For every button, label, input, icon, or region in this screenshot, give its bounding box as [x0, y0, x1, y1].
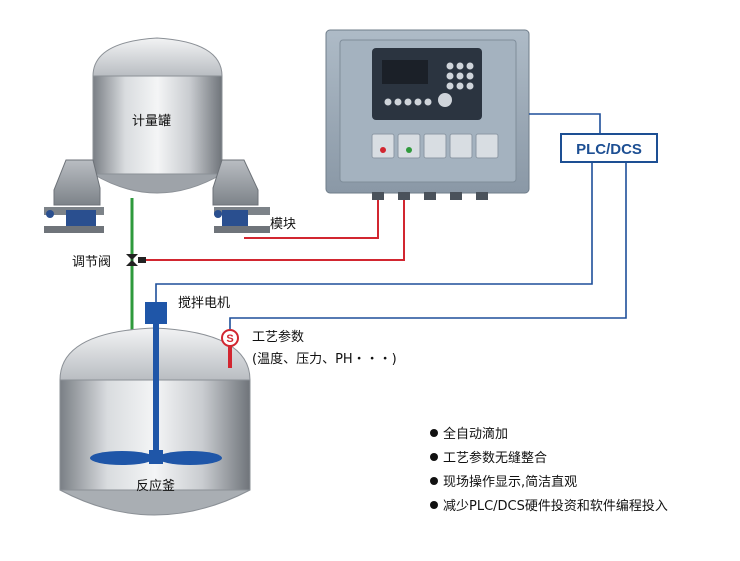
weighing-module-right: [214, 207, 270, 233]
svg-text:S: S: [226, 333, 233, 345]
bullet-dot-icon: [430, 501, 438, 509]
weighing-module-left: [44, 207, 104, 233]
list-item: 全自动滴加: [430, 423, 668, 447]
control-valve-label: 调节阀: [72, 255, 112, 270]
blue-wire-motor: [155, 162, 593, 302]
s-badge-icon: S: [221, 329, 239, 368]
bullet-dot-icon: [430, 477, 438, 485]
red-wire-module: [244, 195, 379, 239]
red-wire-valve: [146, 195, 405, 261]
process-params-label: 工艺参数: [252, 330, 305, 345]
blue-wire-terminal-plc: [529, 113, 601, 134]
tank-brackets: [53, 159, 259, 206]
list-item: 现场操作显示,简洁直观: [430, 471, 668, 495]
bullet-dot-icon: [430, 453, 438, 461]
plc-dcs-box: [560, 133, 658, 163]
list-item: 减少PLC/DCS硬件投资和软件编程投入: [430, 495, 668, 519]
feature-list: 全自动滴加 工艺参数无缝整合 现场操作显示,简洁直观 减少PLC/DCS硬件投资…: [430, 423, 668, 519]
metering-tank: [91, 37, 224, 194]
reactor-label: 反应釜: [136, 479, 176, 494]
process-params-detail: (温度、压力、PH・・・): [252, 352, 397, 367]
weighing-terminal: [325, 29, 530, 200]
plc-dcs-label: PLC/DCS: [576, 141, 642, 158]
module-label: 模块: [270, 217, 297, 232]
list-item: 工艺参数无缝整合: [430, 447, 668, 471]
stirring-motor-agitator: [90, 302, 222, 465]
metering-tank-label: 计量罐: [132, 114, 172, 129]
blue-wire-sensor: [229, 162, 627, 330]
bullet-dot-icon: [430, 429, 438, 437]
stirring-motor-label: 搅拌电机: [178, 296, 231, 311]
control-valve-icon: [126, 254, 146, 266]
